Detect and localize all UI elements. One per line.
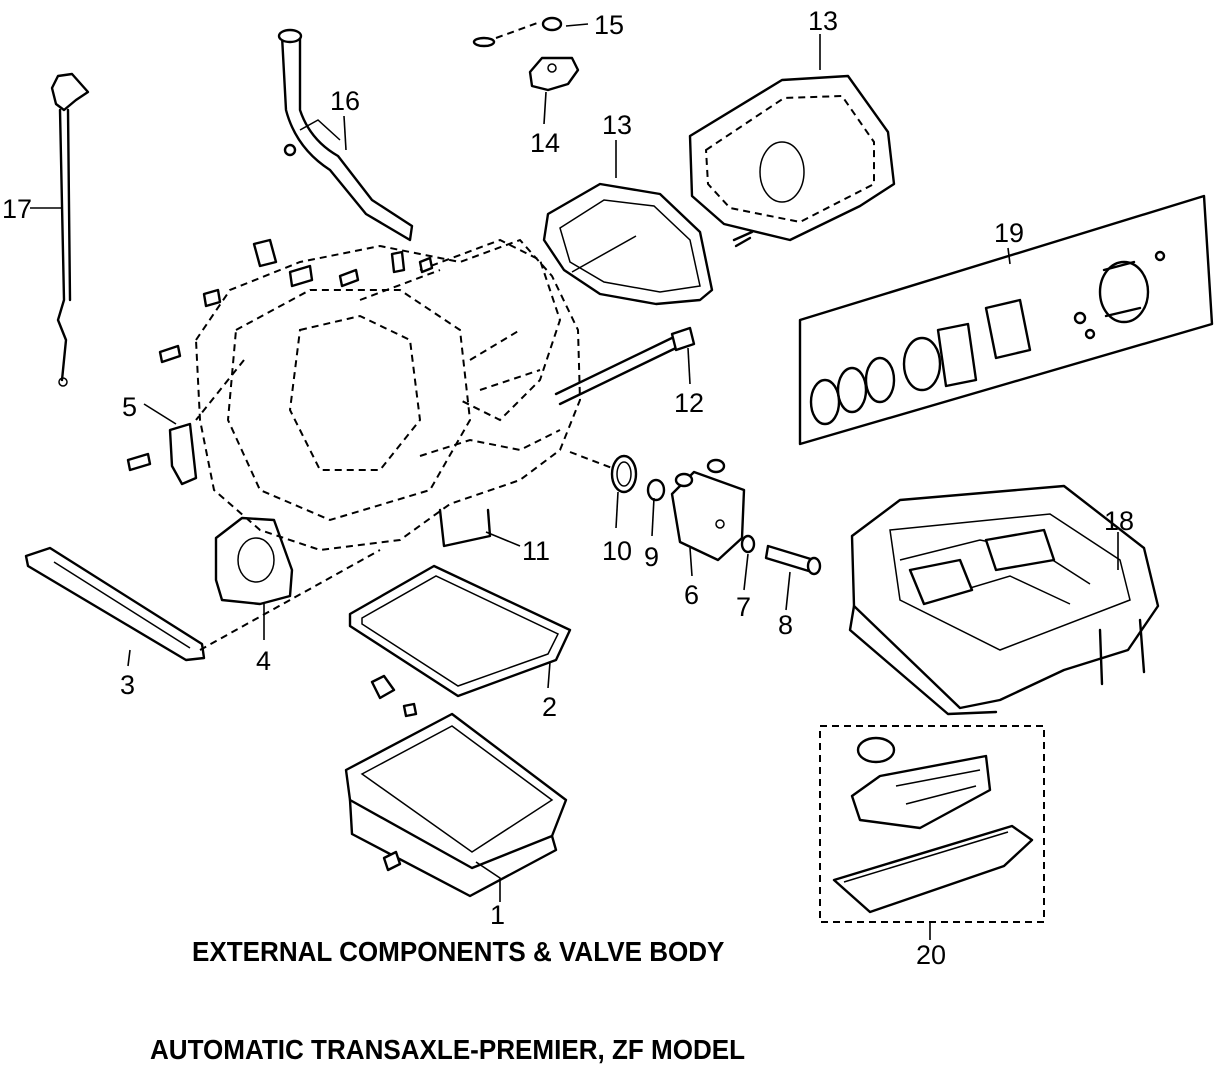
part-6-cooler	[670, 458, 746, 562]
callout-13-upper: 13	[808, 6, 838, 36]
part-20-filter-kit	[819, 725, 1045, 923]
part-13-cover-gasket	[542, 182, 714, 306]
part-11-tube	[438, 508, 492, 548]
callout-3: 3	[120, 670, 135, 700]
case-bolts	[158, 238, 434, 364]
callout-4: 4	[256, 646, 271, 676]
callout-13-lower: 13	[602, 110, 632, 140]
part-16-filler-tube	[277, 28, 414, 242]
part-9-washer	[646, 478, 666, 502]
part-4-plate	[214, 516, 294, 606]
part-15-seal	[472, 16, 563, 48]
callout-1: 1	[490, 900, 505, 930]
callout-6: 6	[684, 580, 699, 610]
callout-19: 19	[994, 218, 1024, 248]
callout-2: 2	[542, 692, 557, 722]
part-19-accumulator-kit	[798, 194, 1214, 446]
part-14-bracket	[528, 56, 580, 92]
callout-20: 20	[916, 940, 946, 970]
part-18-valve-body	[848, 484, 1160, 716]
part-12-shaft	[554, 326, 696, 406]
part-17-dipstick	[50, 72, 90, 387]
callout-8: 8	[778, 610, 793, 640]
leader-lines	[30, 23, 1119, 940]
diagram-caption: EXTERNAL COMPONENTS & VALVE BODY	[192, 936, 725, 967]
part-7-washer	[740, 534, 756, 554]
part-1-oil-pan	[344, 674, 568, 898]
callout-18: 18	[1104, 506, 1134, 536]
part-8-bolt	[764, 544, 822, 576]
callout-5: 5	[122, 392, 137, 422]
part-10-seal	[610, 454, 638, 494]
part-10-alignment-line	[569, 451, 613, 469]
diagram-subtitle: AUTOMATIC TRANSAXLE-PREMIER, ZF MODEL	[150, 1034, 746, 1065]
callout-10: 10	[602, 536, 632, 566]
callout-7: 7	[736, 592, 751, 622]
callout-16: 16	[330, 86, 360, 116]
part-2-gasket	[348, 564, 572, 698]
callout-14: 14	[530, 128, 560, 158]
part-13-side-cover	[688, 74, 896, 248]
callout-11: 11	[522, 536, 550, 566]
callout-17: 17	[2, 194, 32, 224]
part-5-bracket	[126, 422, 198, 486]
callout-labels: 1 2 3 4 5 6 7 8 9 10 11 12 13 13 14 15 1…	[2, 6, 1134, 970]
callout-15: 15	[594, 10, 624, 40]
callout-9: 9	[644, 542, 659, 572]
callout-12: 12	[674, 388, 704, 418]
part-3-alignment-line	[199, 549, 381, 651]
part-3-shield	[24, 546, 206, 662]
transaxle-case	[194, 238, 582, 552]
